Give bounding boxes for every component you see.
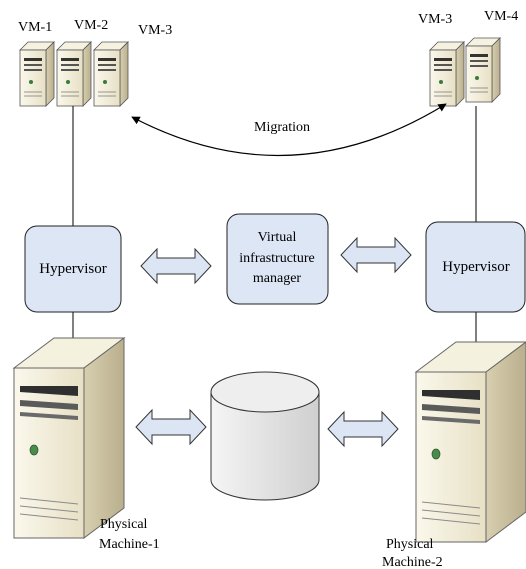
physical-server-icon	[415, 341, 526, 543]
vm-server-icon	[19, 41, 55, 107]
machine1-label-line2: Machine-1	[99, 537, 160, 552]
migration-arrow	[131, 103, 447, 157]
vm-server-icon	[465, 37, 501, 103]
virtual-infrastructure-manager-box	[226, 213, 329, 305]
physical-server-icon	[13, 337, 125, 539]
double-arrow-icon	[327, 411, 399, 447]
vim-line2: infrastructure	[239, 251, 314, 266]
double-arrow-icon	[135, 409, 207, 445]
vm4-label: VM-4	[484, 9, 518, 24]
machine2-label-line2: Machine-2	[382, 555, 443, 569]
vim-line1: Virtual	[258, 230, 297, 245]
vm-server-icon	[429, 41, 465, 107]
double-arrow-icon	[340, 237, 412, 273]
vm3-left-label: VM-3	[138, 23, 172, 38]
vm2-label: VM-2	[74, 18, 108, 33]
vm-server-icon	[56, 41, 92, 107]
machine1-label-line1: Physical	[100, 517, 148, 532]
double-arrow-icon	[140, 248, 212, 284]
storage-cylinder-icon	[210, 371, 320, 501]
vim-line3: manager	[253, 271, 302, 286]
migration-label: Migration	[254, 120, 310, 135]
machine2-label-line1: Physical	[386, 537, 434, 552]
vm1-label: VM-1	[18, 20, 52, 35]
hypervisor-right-box	[425, 221, 526, 313]
vm3-right-label: VM-3	[418, 12, 452, 27]
vm-server-icon	[93, 41, 129, 107]
hypervisor-left-box	[24, 225, 122, 313]
hypervisor-left-label: Hypervisor	[39, 261, 107, 277]
hypervisor-right-label: Hypervisor	[442, 259, 510, 275]
